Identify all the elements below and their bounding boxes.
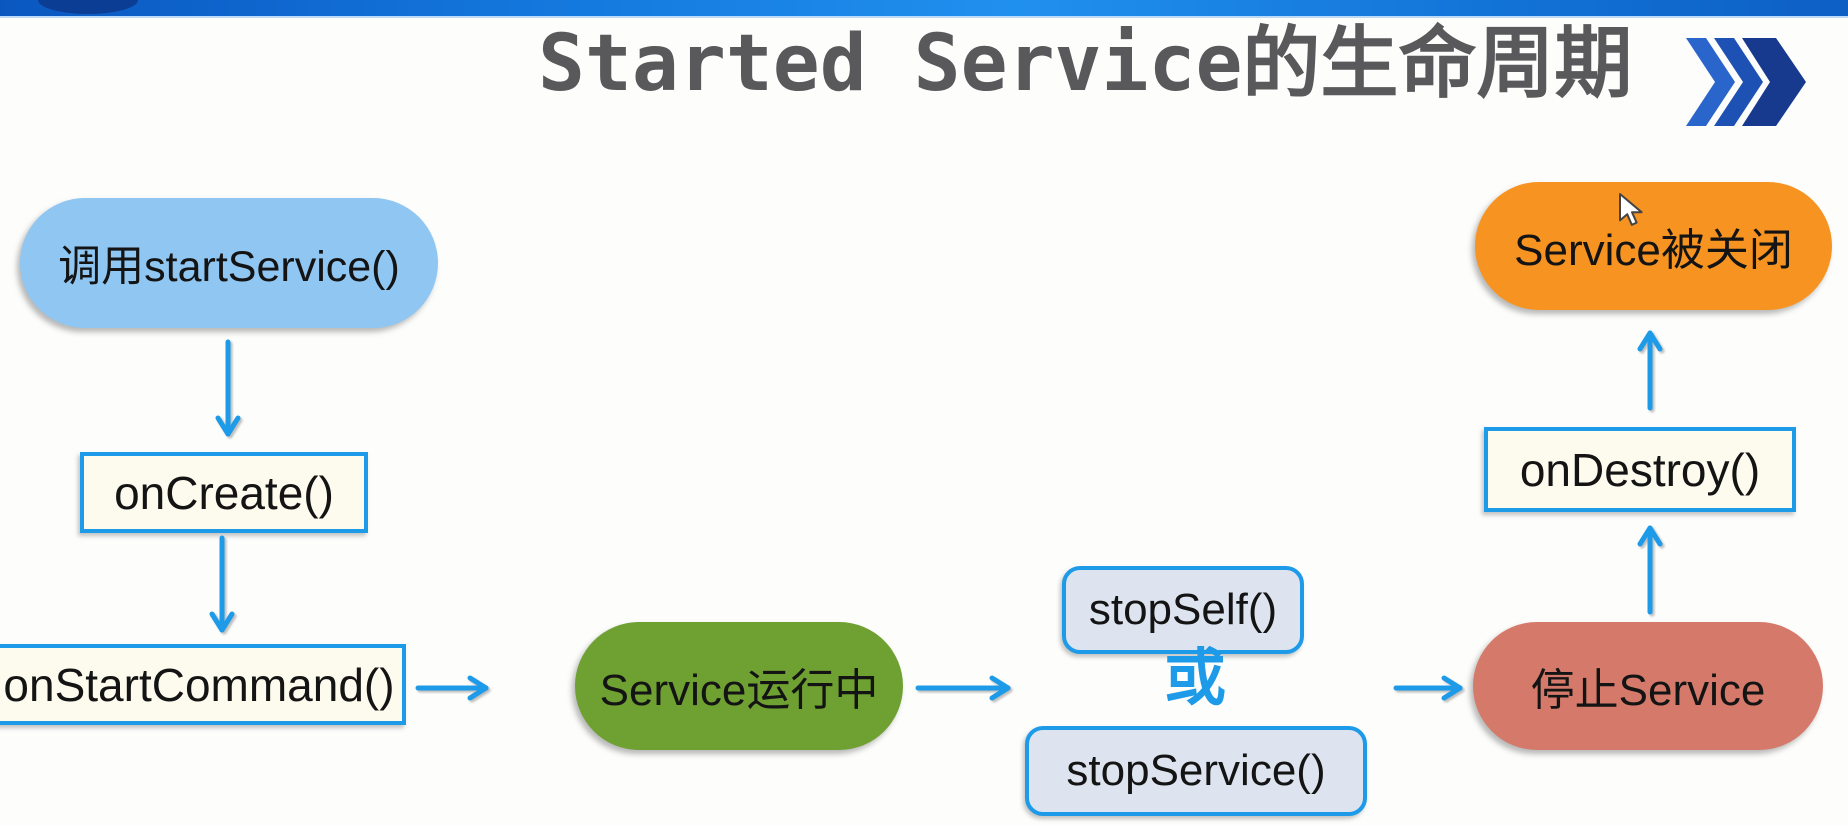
node-service-running: Service运行中 [575, 622, 903, 750]
topbar-logo-fragment [38, 0, 138, 14]
title-text: Started Service的生命周期 [538, 19, 1633, 109]
top-blue-bar [0, 0, 1848, 18]
node-label: onDestroy() [1519, 443, 1761, 496]
page-title: Started Service的生命周期 [538, 19, 1633, 110]
node-stop-self: stopSelf() [1062, 566, 1304, 654]
node-service-closed: Service被关闭 [1475, 182, 1832, 310]
node-label: stopSelf() [1088, 585, 1278, 634]
node-label: Service被关闭 [1514, 226, 1793, 275]
node-call-start-service: 调用startService() [20, 198, 438, 328]
node-label: Service运行中 [599, 666, 879, 715]
node-on-create: onCreate() [80, 452, 368, 533]
node-label: onCreate() [114, 466, 334, 519]
node-label: 调用startService() [58, 243, 400, 291]
node-on-destroy: onDestroy() [1484, 427, 1796, 512]
node-label: stopService() [1066, 746, 1326, 795]
triple-chevron-right-icon [1686, 38, 1806, 126]
node-stop-service-state: 停止Service [1473, 622, 1823, 750]
node-label: 停止Service [1530, 666, 1766, 715]
node-label: onStartCommand() [3, 658, 395, 711]
node-stop-service-call: stopService() [1025, 726, 1367, 816]
node-on-start-command: onStartCommand() [0, 644, 406, 725]
or-label: 或 [1163, 644, 1226, 713]
mouse-cursor-icon [1619, 193, 1643, 226]
